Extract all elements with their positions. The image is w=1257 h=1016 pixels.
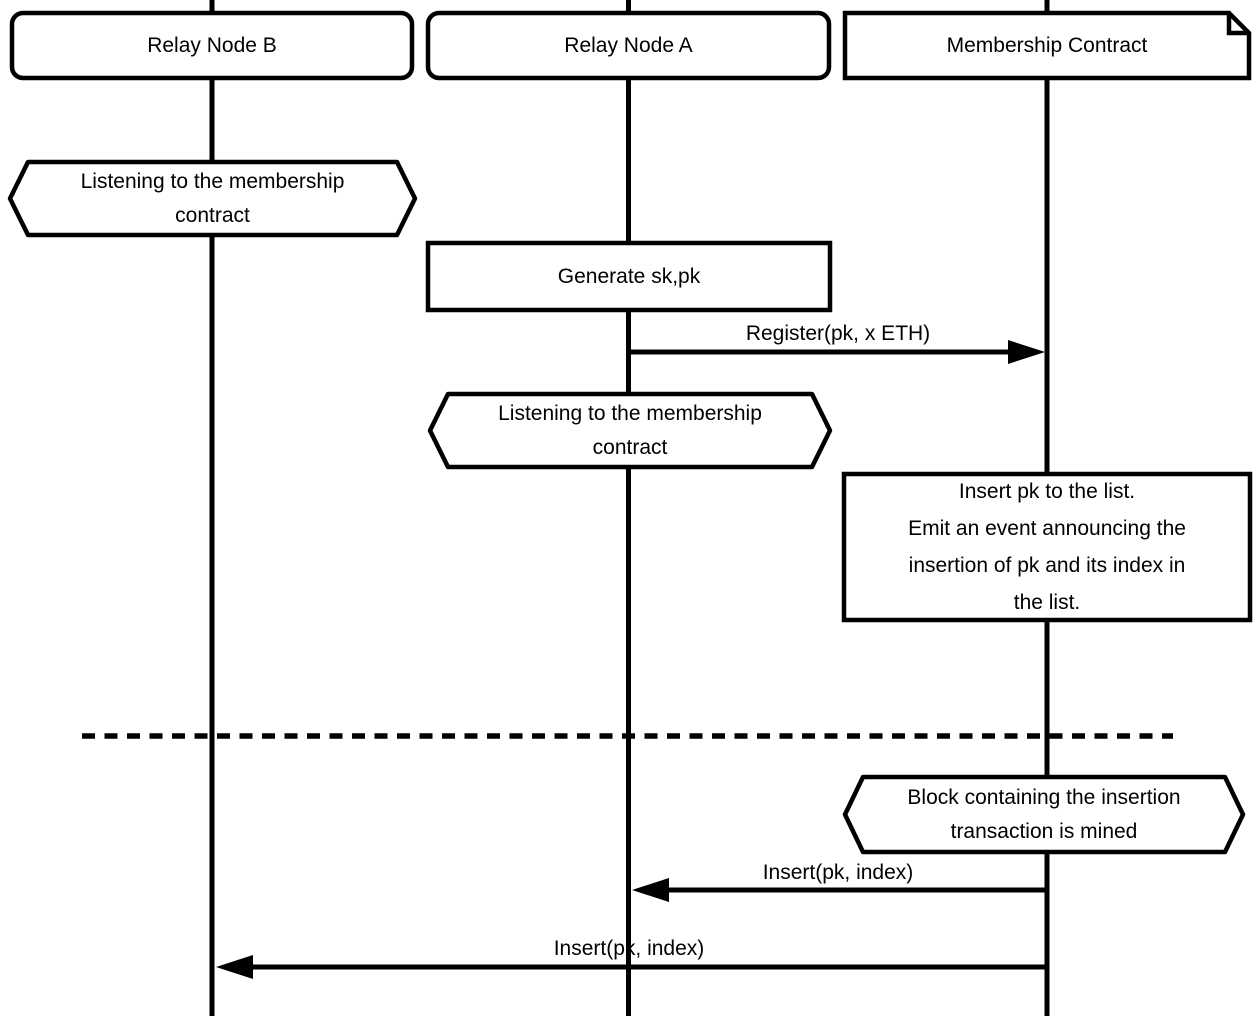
message-label-insert-to-b: Insert(pk, index)	[553, 937, 705, 960]
message-label-register: Register(pk, x ETH)	[745, 322, 931, 345]
text-line: transaction is mined	[950, 819, 1138, 843]
note-fold-corner	[1226, 13, 1249, 36]
box-generate-keys	[425, 240, 833, 313]
hexagon-listening-b	[7, 159, 418, 238]
arrow-insert-to-b	[216, 955, 1047, 979]
actor-label-relay-node-b: Relay Node B	[147, 33, 277, 57]
box-generate-keys-label: Generate sk,pk	[557, 264, 701, 288]
text-line: insertion of pk and its index in	[908, 554, 1186, 577]
hexagon-listening-a	[427, 391, 833, 470]
note-shape	[842, 10, 1252, 81]
arrow-insert-to-a	[632, 878, 1047, 902]
actor-label-membership-contract: Membership Contract	[946, 33, 1148, 57]
text-line: contract	[175, 203, 250, 227]
hexagon-listening-b-label: Listening to the membership contract	[10, 162, 415, 235]
hexagon-block-mined	[842, 774, 1246, 855]
message-label-insert-to-a: Insert(pk, index)	[762, 861, 914, 884]
arrowhead-left	[632, 878, 669, 902]
hexagon-listening-a-label: Listening to the membership contract	[430, 394, 830, 467]
arrowhead-right	[1008, 340, 1045, 364]
text-line: Emit an event announcing the	[908, 517, 1186, 540]
text-line: Insert pk to the list.	[958, 480, 1136, 503]
text-line: Block containing the insertion	[907, 785, 1181, 809]
arrowhead-left	[216, 955, 253, 979]
box-insert-note	[841, 471, 1253, 623]
hexagon-block-mined-label: Block containing the insertion transacti…	[845, 777, 1243, 852]
text-line: Listening to the membership	[498, 401, 762, 425]
box-insert-note-label: Insert pk to the list. Emit an event ann…	[844, 474, 1250, 620]
actor-box-relay-node-b	[9, 10, 415, 81]
text-line: the list.	[1013, 591, 1081, 614]
text-line: contract	[592, 435, 668, 459]
actor-box-relay-node-a	[425, 10, 832, 81]
actor-label-relay-node-a: Relay Node A	[564, 33, 693, 57]
actor-box-membership-contract	[842, 10, 1252, 81]
text-line: Listening to the membership	[80, 169, 345, 193]
arrow-register	[631, 340, 1045, 364]
